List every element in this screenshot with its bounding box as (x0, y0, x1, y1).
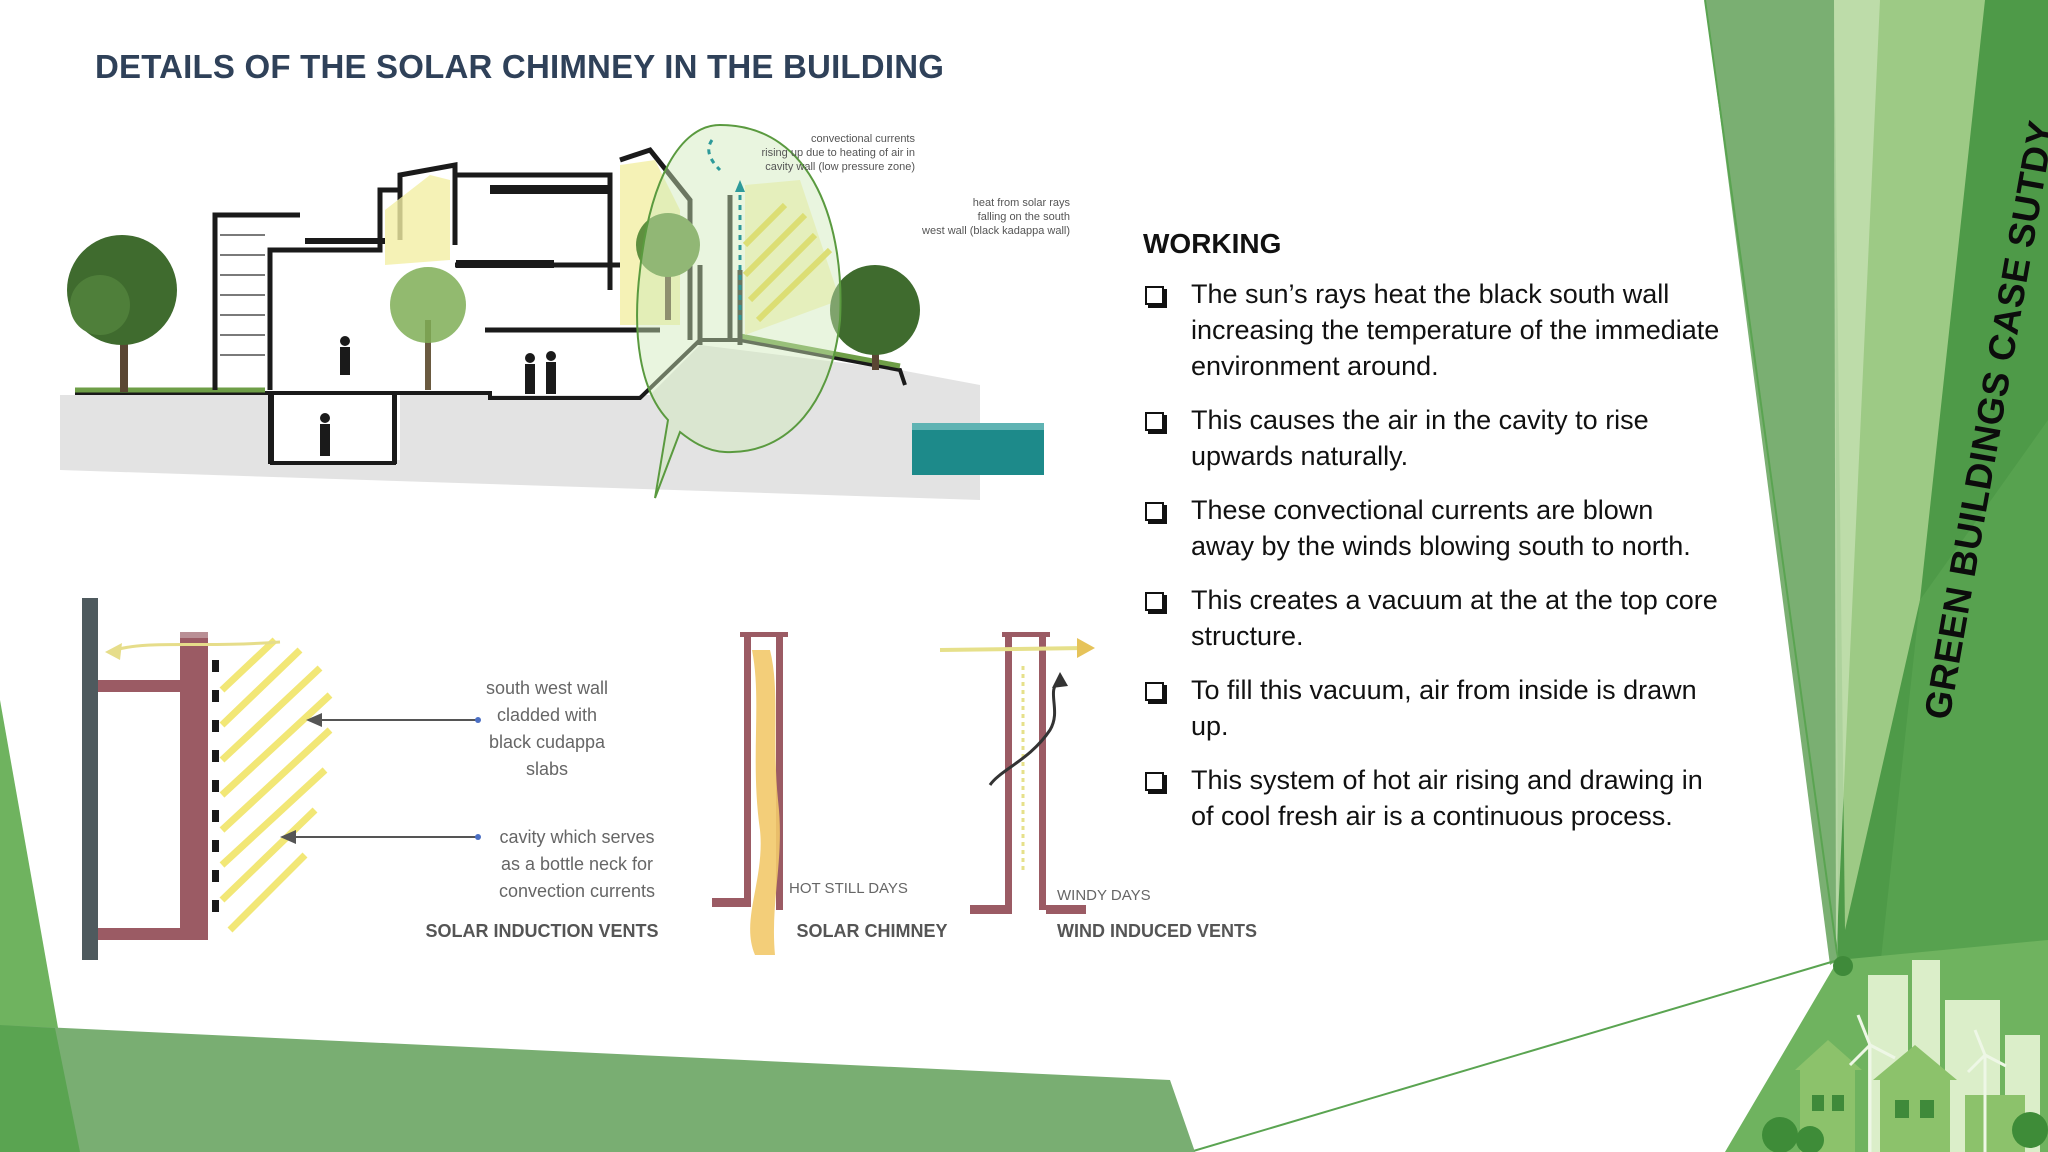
list-item-text: This creates a vacuum at the at the top … (1191, 585, 1718, 651)
checkbox-bullet-icon (1145, 412, 1164, 431)
working-points-list: The sun’s rays heat the black south wall… (1143, 276, 1723, 852)
checkbox-bullet-icon (1145, 502, 1164, 521)
caption-windy-days: WINDY DAYS (1057, 887, 1151, 904)
wall-note-line-1: heat from solar rays (973, 197, 1071, 209)
checkbox-bullet-icon (1145, 286, 1164, 305)
list-item: This causes the air in the cavity to ris… (1143, 402, 1723, 474)
callout-text-line-3: cavity wall (low pressure zone) (765, 161, 915, 173)
caption-hot-still-days: HOT STILL DAYS (789, 880, 908, 897)
checkbox-bullet-icon (1145, 592, 1164, 611)
wall-label-line-1: south west wall (486, 678, 608, 698)
list-item: This system of hot air rising and drawin… (1143, 762, 1723, 834)
wall-label-line-2: cladded with (497, 705, 597, 725)
cavity-label-line-1: cavity which serves (499, 827, 654, 847)
cavity-label-line-2: as a bottle neck for (501, 854, 653, 874)
caption-solar-induction-vents: SOLAR INDUCTION VENTS (425, 921, 658, 941)
checkbox-bullet-icon (1145, 682, 1164, 701)
callout-text-line-1: convectional currents (811, 133, 915, 145)
list-item-text: This causes the air in the cavity to ris… (1191, 405, 1649, 471)
list-item: To fill this vacuum, air from inside is … (1143, 672, 1723, 744)
caption-solar-chimney: SOLAR CHIMNEY (796, 921, 947, 941)
wall-label-line-3: black cudappa (489, 732, 606, 752)
list-item: These convectional currents are blown aw… (1143, 492, 1723, 564)
list-item: This creates a vacuum at the at the top … (1143, 582, 1723, 654)
working-heading: WORKING (1143, 228, 1282, 259)
list-item: The sun’s rays heat the black south wall… (1143, 276, 1723, 384)
list-item-text: This system of hot air rising and drawin… (1191, 765, 1703, 831)
list-item-text: The sun’s rays heat the black south wall… (1191, 279, 1720, 381)
caption-wind-induced-vents: WIND INDUCED VENTS (1057, 921, 1257, 941)
checkbox-bullet-icon (1145, 772, 1164, 791)
wall-note-line-3: west wall (black kadappa wall) (921, 225, 1070, 237)
slide-title: DETAILS OF THE SOLAR CHIMNEY IN THE BUIL… (95, 48, 945, 85)
list-item-text: To fill this vacuum, air from inside is … (1191, 675, 1697, 741)
list-item-text: These convectional currents are blown aw… (1191, 495, 1691, 561)
callout-text-line-2: rising up due to heating of air in (762, 147, 916, 159)
wall-label-line-4: slabs (526, 759, 568, 779)
cavity-label-line-3: convection currents (499, 881, 655, 901)
wall-note-line-2: falling on the south (978, 211, 1070, 223)
